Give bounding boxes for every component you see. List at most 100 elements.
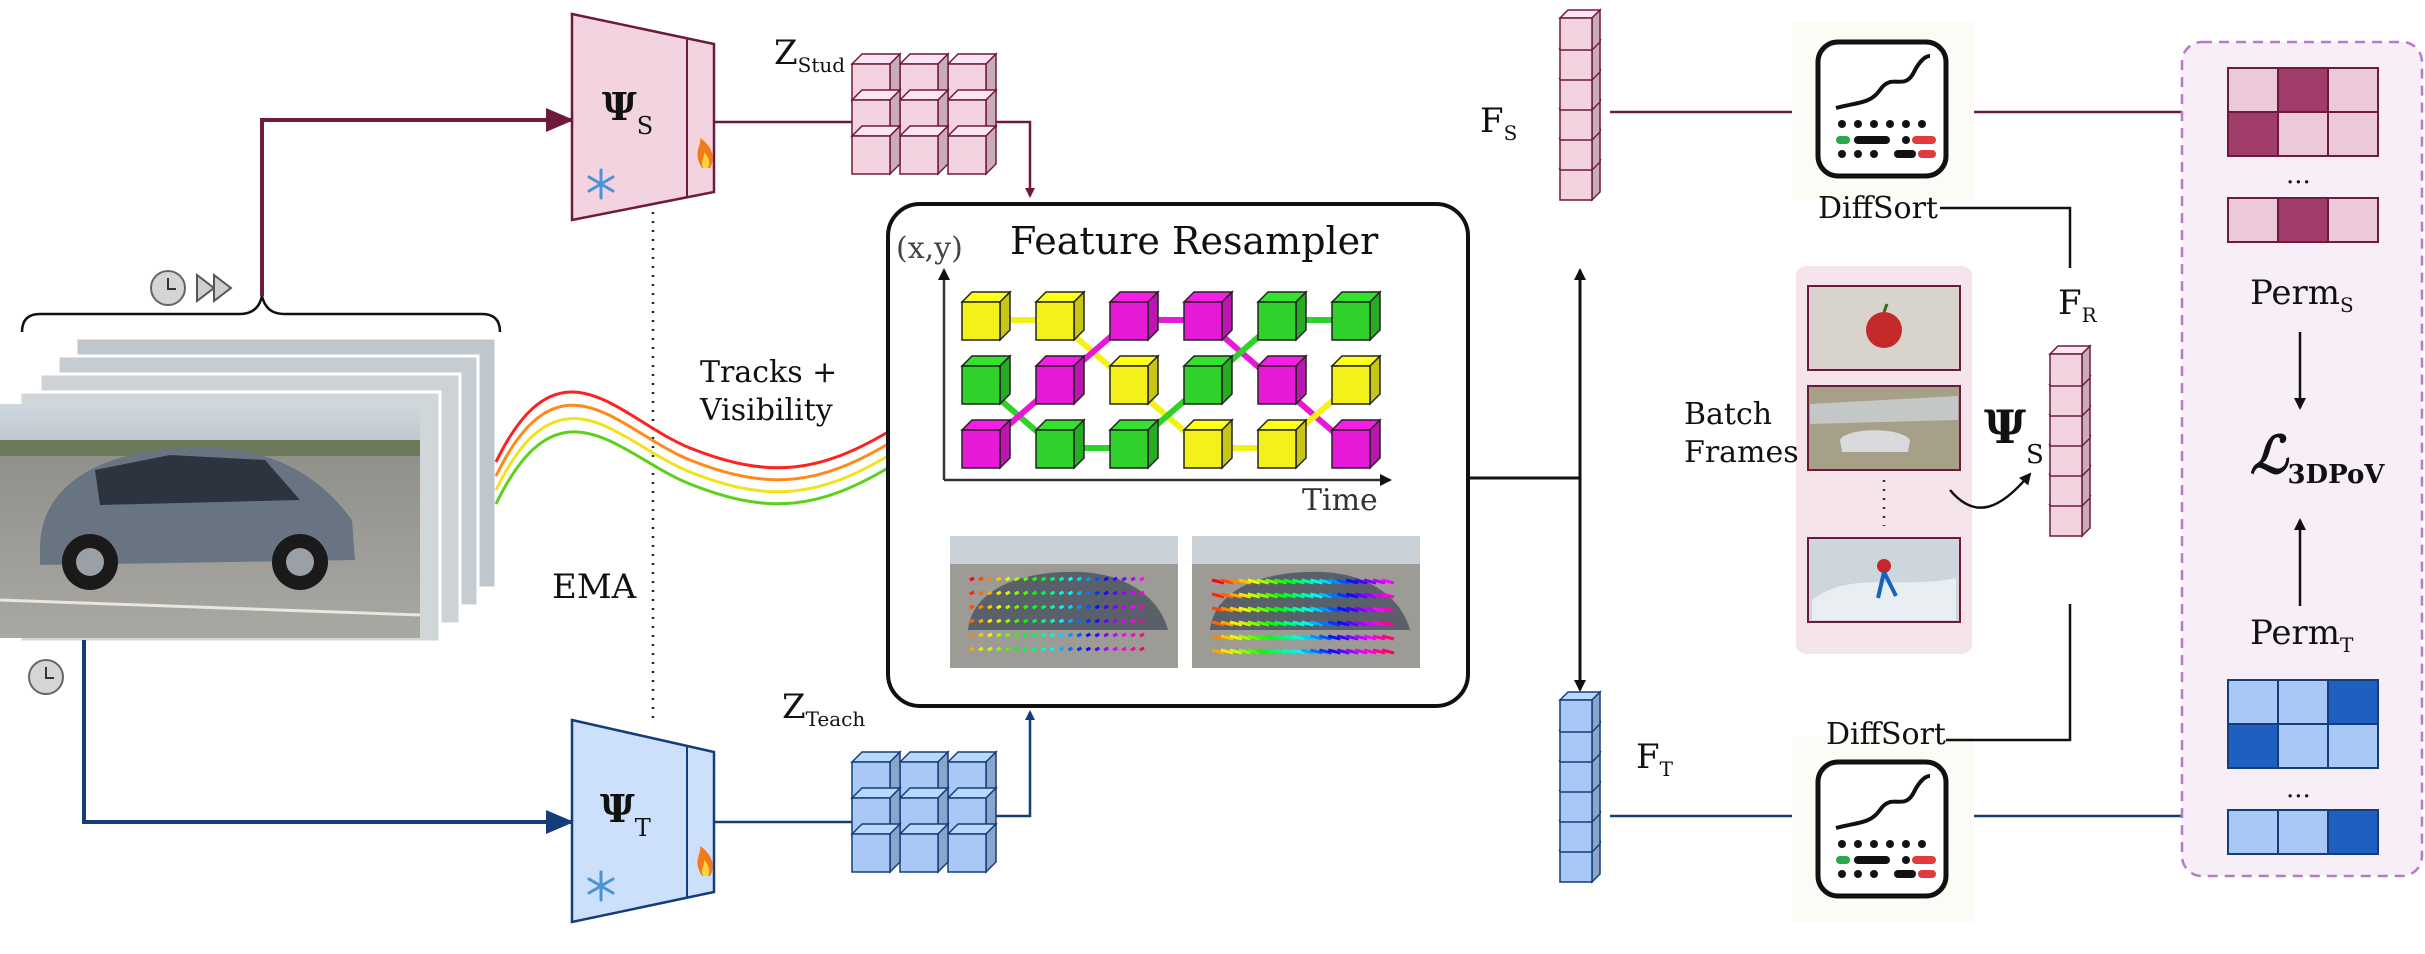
track-vector [1031, 618, 1038, 624]
tracks-label: Tracks + [700, 355, 838, 390]
track-vector [1076, 590, 1083, 596]
track-vector [969, 646, 975, 652]
track-vector [1139, 590, 1145, 596]
track-vector [1103, 646, 1109, 652]
track-vector [1274, 592, 1287, 599]
psi-batch-label: ΨS [1984, 400, 2044, 470]
visibility-label: Visibility [700, 393, 833, 428]
batch-frame-ski [1807, 537, 1961, 623]
feature-cube [898, 822, 950, 874]
fr-to-diffsort-bottom-line [1946, 604, 2072, 742]
track-vector [1040, 590, 1047, 596]
track-vector [1345, 620, 1359, 627]
track-vector [1345, 634, 1359, 641]
fr-label: FR [2058, 283, 2097, 327]
batch-frame-road [1807, 385, 1961, 471]
track-vector [1247, 578, 1261, 585]
track-vector [1363, 634, 1377, 641]
perm-cell [2277, 111, 2329, 157]
fire-icon [697, 138, 713, 168]
track-vector [1220, 620, 1234, 627]
track-vector [1372, 634, 1386, 641]
track-vector [1031, 604, 1038, 610]
track-vector [1220, 592, 1234, 599]
track-cube [1108, 290, 1160, 342]
clock-icon [28, 659, 64, 695]
track-vector [1103, 604, 1109, 610]
perm-cell [2277, 809, 2329, 855]
track-vector [1292, 592, 1305, 599]
track-vector [1229, 606, 1243, 613]
track-vector [1372, 592, 1386, 599]
track-vector [1265, 620, 1279, 627]
track-vector [1139, 618, 1145, 624]
track-vector [1031, 632, 1038, 638]
track-vector [1058, 632, 1065, 638]
track-vector [1336, 620, 1350, 627]
track-vector [1130, 590, 1136, 596]
track-vector [1058, 604, 1065, 610]
teacher-input-arrow [82, 640, 574, 834]
feature-cube [946, 822, 998, 874]
track-vector [1023, 632, 1029, 638]
track-vector [1381, 592, 1395, 599]
feature-cube [1558, 690, 1602, 734]
track-vector [1229, 592, 1243, 599]
track-vector [1085, 590, 1091, 596]
track-vector [1274, 620, 1287, 627]
track-vector [1220, 606, 1234, 613]
track-vector [1301, 578, 1314, 585]
track-vector [1336, 592, 1350, 599]
track-vector [1256, 606, 1270, 613]
track-vector [1076, 646, 1083, 652]
fr-feature-column [2048, 344, 2092, 538]
z-stud-label: ZStud [774, 33, 846, 77]
track-vector [1130, 576, 1136, 582]
track-vector [1301, 592, 1314, 599]
track-vector [1220, 634, 1234, 641]
track-vector [1121, 590, 1127, 596]
track-vector [1319, 606, 1332, 613]
track-vector [1049, 576, 1056, 582]
feature-cube [1558, 8, 1602, 52]
track-vector [1247, 634, 1261, 641]
track-vector [1085, 604, 1091, 610]
track-vector [987, 632, 993, 638]
track-vector [1031, 576, 1038, 582]
track-vector [1381, 648, 1395, 655]
track-vector [1014, 646, 1020, 652]
track-vector [1292, 578, 1305, 585]
perm-t-label: PermT [2250, 613, 2354, 657]
track-vector [1014, 618, 1020, 624]
track-vector [1256, 634, 1270, 641]
sort-chart-icon [1815, 39, 1949, 179]
track-cube [1034, 290, 1086, 342]
feature-cube [850, 822, 902, 874]
track-vector [1005, 590, 1011, 596]
track-cube [1182, 418, 1234, 470]
z-teach-label: ZTeach [782, 687, 866, 731]
track-vector [1256, 648, 1270, 655]
input-frame-stack [0, 336, 498, 644]
perm-cell [2327, 679, 2379, 725]
perm-cell [2327, 111, 2379, 157]
track-vector [987, 590, 993, 596]
track-vector [1067, 590, 1074, 596]
track-cube [1108, 354, 1160, 406]
track-vector [1354, 592, 1368, 599]
track-vector [1112, 632, 1118, 638]
track-vector [1058, 646, 1065, 652]
diffsort-top-label: DiffSort [1818, 191, 1938, 226]
track-vector [1103, 632, 1109, 638]
track-vector [987, 618, 993, 624]
track-vector [987, 646, 993, 652]
track-cube [1034, 354, 1086, 406]
track-vector [1211, 592, 1225, 599]
track-vector [1130, 646, 1136, 652]
track-vector [969, 590, 975, 596]
track-vector [1103, 576, 1109, 582]
track-vector [1265, 592, 1279, 599]
track-vector [969, 632, 975, 638]
psi-t-label: ΨT [600, 786, 651, 842]
track-vector [1310, 634, 1323, 641]
